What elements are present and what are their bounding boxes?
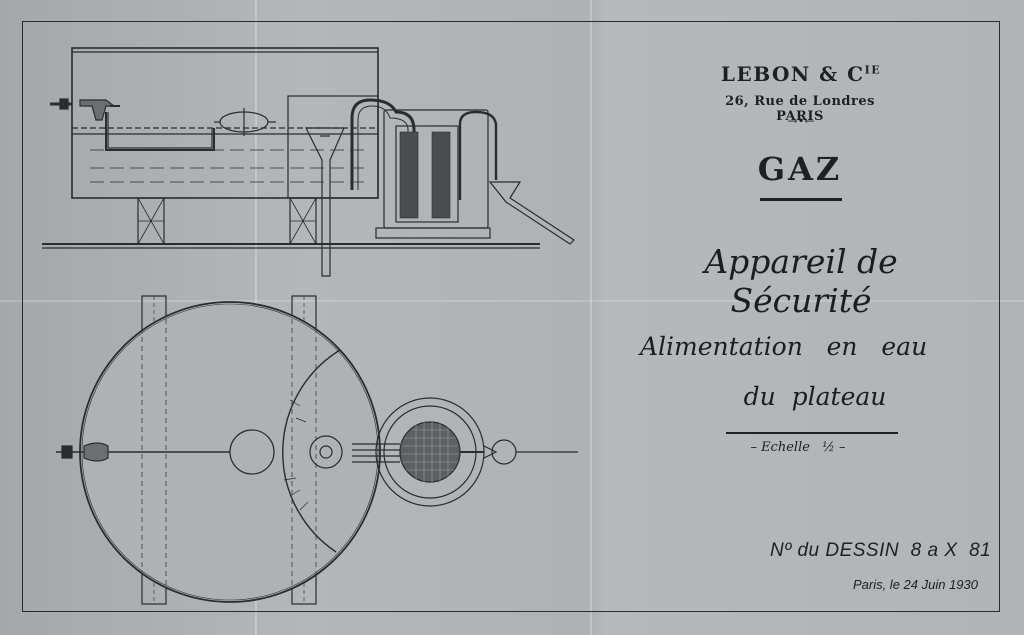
- fold-line: [590, 0, 592, 635]
- heading-underline: [760, 198, 842, 201]
- category-heading: GAZ: [757, 150, 843, 188]
- title-block: LEBON & CIE 26, Rue de Londres PARIS →•←…: [600, 0, 1000, 635]
- outlet-chute: [488, 181, 575, 245]
- elevation-view: [42, 47, 575, 277]
- border-frame: [22, 21, 1000, 612]
- apparatus-title: Appareil de Sécurité: [704, 242, 898, 320]
- main-tank: [71, 47, 379, 199]
- scale-label: – Echelle ½ –: [750, 440, 846, 455]
- funnel: [305, 127, 345, 277]
- plan-view: [56, 295, 578, 605]
- filter-mesh: [399, 421, 461, 483]
- drawing-number: Nº du DESSIN 8 a X 81: [770, 540, 992, 561]
- fold-line: [0, 300, 1024, 302]
- subtitle-line-1: Alimentation en eau: [640, 332, 928, 361]
- company-name: LEBON & CIE: [720, 62, 882, 86]
- company-address: 26, Rue de Londres PARIS: [725, 94, 875, 124]
- drawing-date: Paris, le 24 Juin 1930: [852, 577, 978, 592]
- inner-compartment: [287, 95, 379, 199]
- tap-icon: [50, 98, 120, 121]
- scale-rule: [726, 432, 898, 434]
- subtitle-line-2: du plateau: [743, 382, 887, 411]
- decorative-arrows-icon: →•←: [787, 114, 815, 128]
